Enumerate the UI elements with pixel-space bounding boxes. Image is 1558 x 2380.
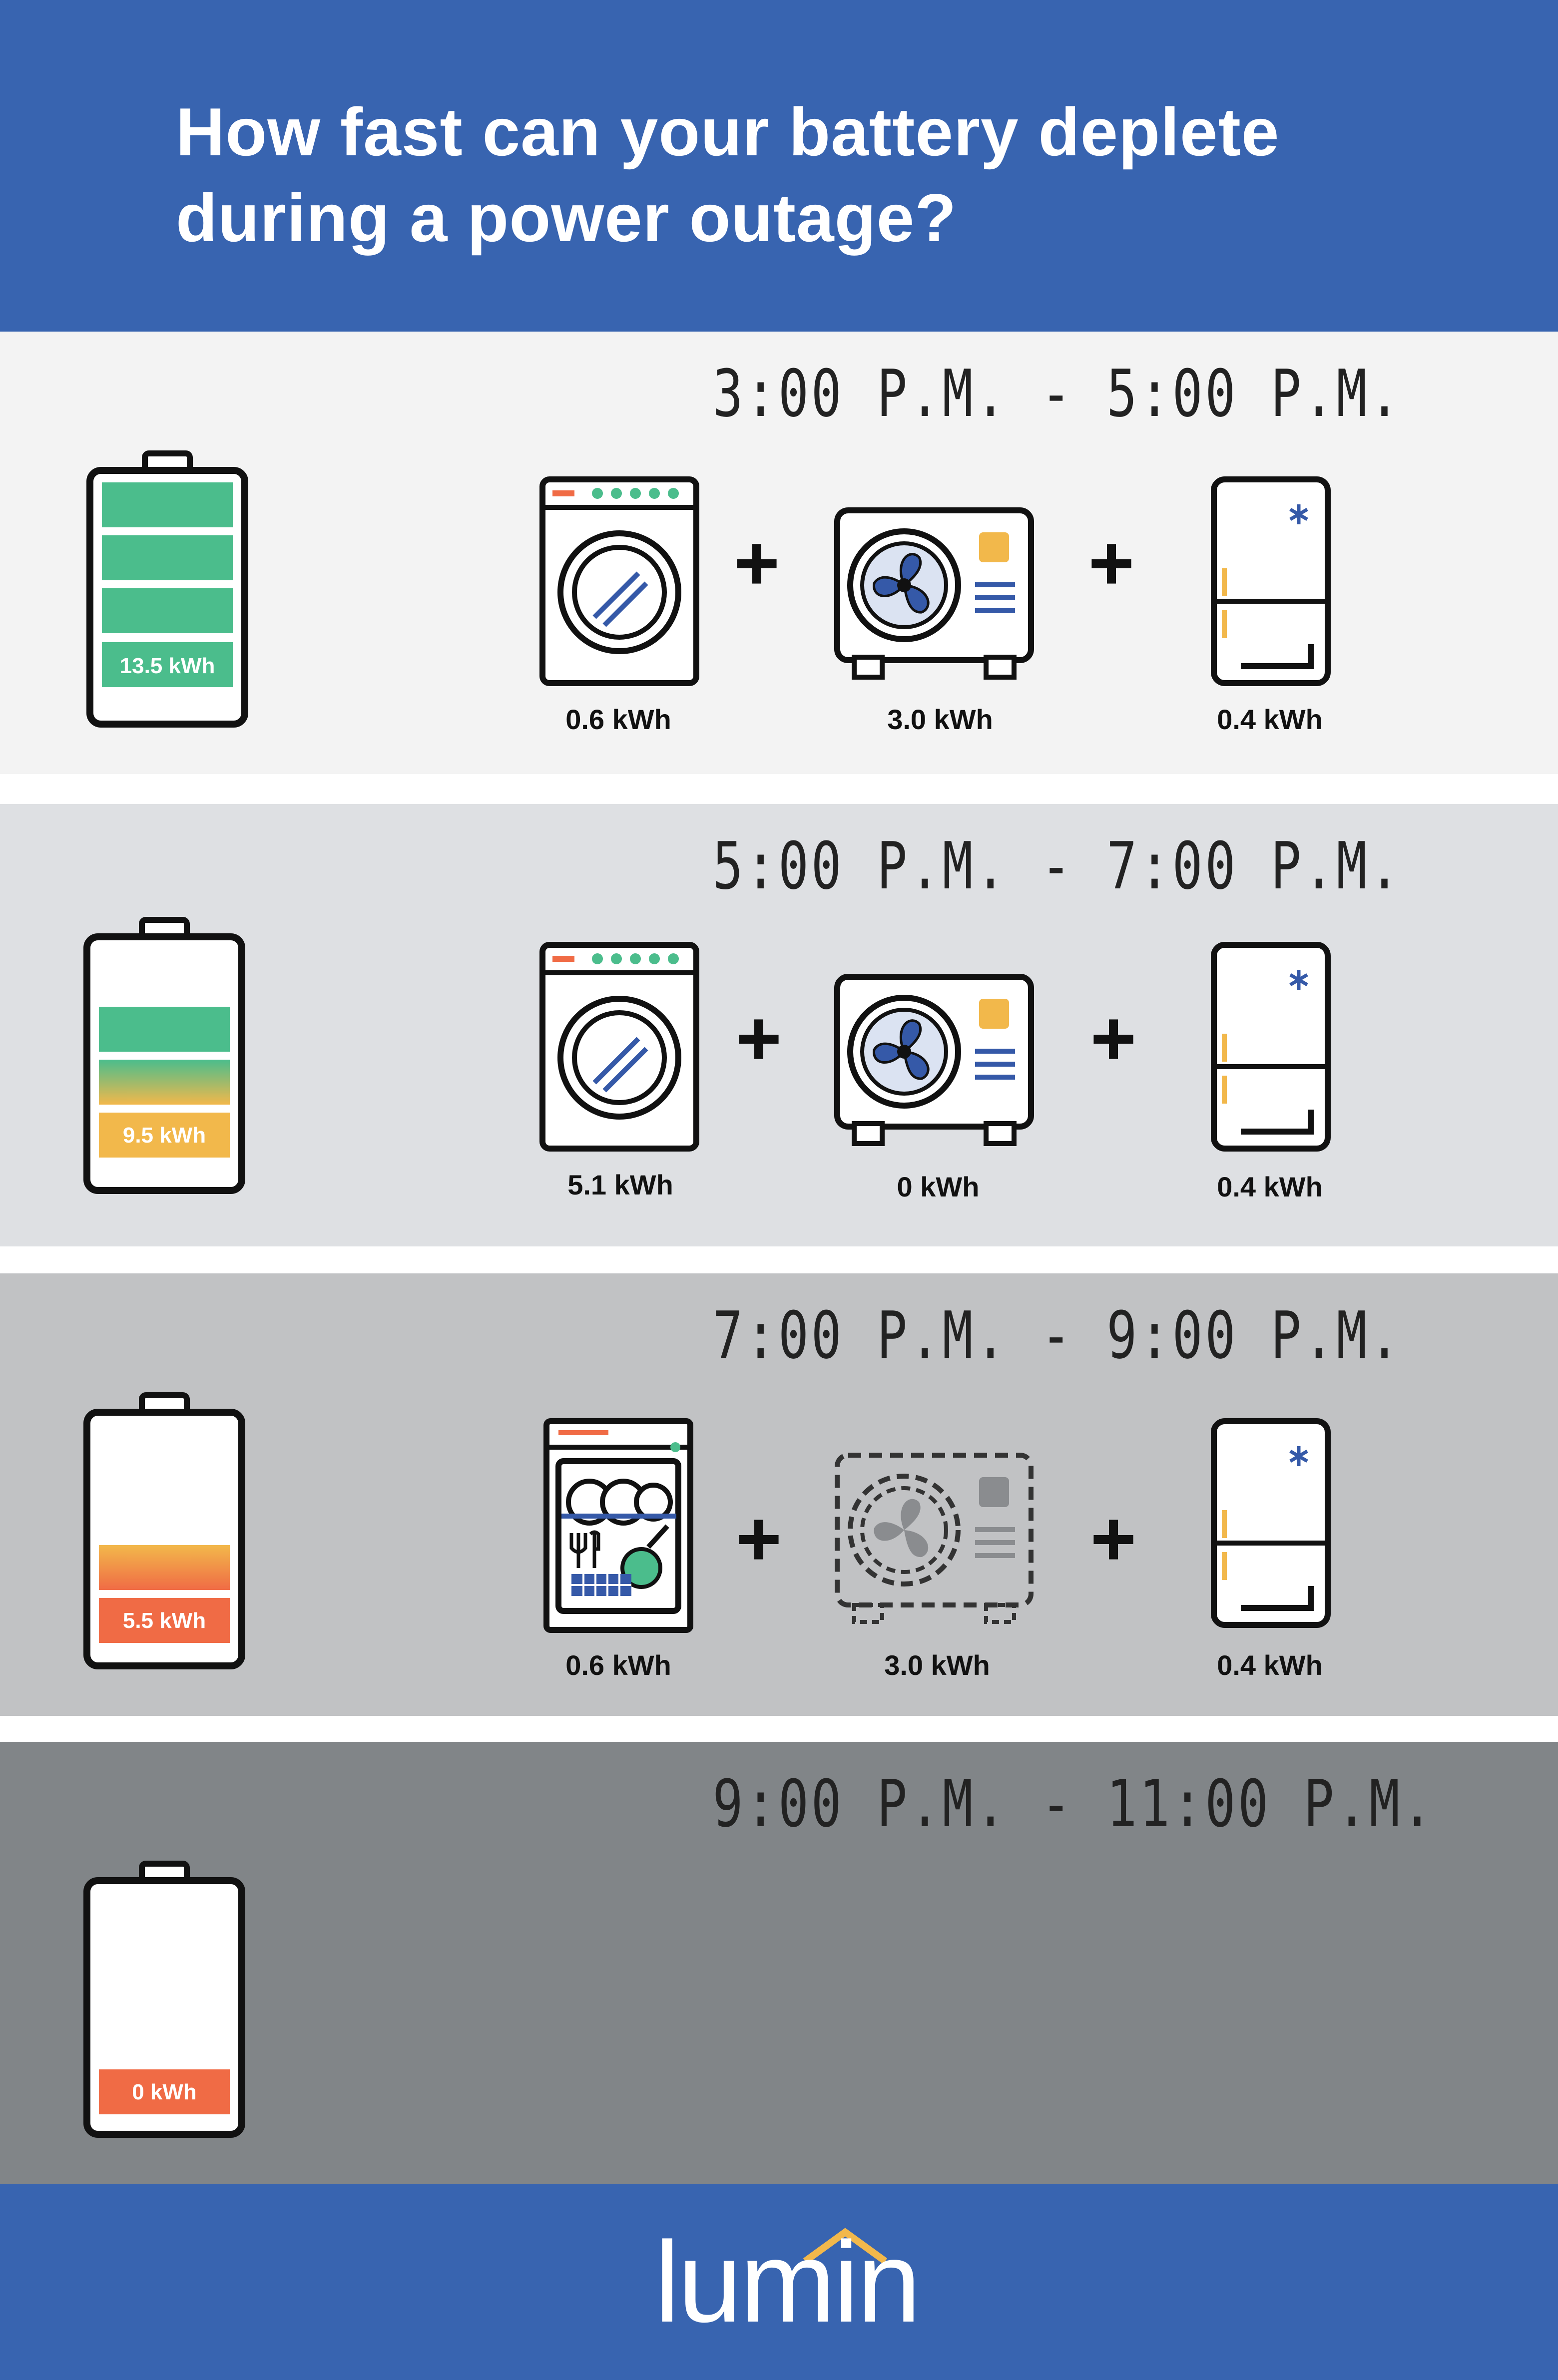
refrigerator-icon bbox=[1211, 942, 1331, 1152]
time-slot-row: 5:00 P.M. - 7:00 P.M. 9.5 kWh 5.1 kWh 0 … bbox=[0, 804, 1558, 1246]
footer-banner: lumin bbox=[0, 2184, 1558, 2380]
plus-icon bbox=[1091, 1017, 1136, 1062]
battery-label-bg bbox=[99, 2069, 230, 2114]
battery-icon: 9.5 kWh bbox=[83, 917, 245, 1194]
plus-icon bbox=[734, 541, 779, 586]
battery-icon: 13.5 kWh bbox=[86, 450, 248, 728]
battery-fill-segment bbox=[102, 482, 233, 527]
brand-name: lumin bbox=[654, 2218, 921, 2346]
appliance-kwh: 0.6 kWh bbox=[565, 1649, 671, 1681]
plus-icon bbox=[736, 1017, 781, 1062]
washing-machine-icon bbox=[539, 942, 699, 1152]
air-conditioner-icon bbox=[834, 507, 1034, 687]
battery-fill-segment bbox=[99, 1545, 230, 1590]
appliance-kwh: 3.0 kWh bbox=[887, 704, 993, 735]
roof-icon bbox=[803, 2228, 888, 2264]
appliance-kwh: 0 kWh bbox=[897, 1171, 980, 1202]
battery-charge-label: 13.5 kWh bbox=[120, 654, 215, 678]
plus-icon bbox=[1089, 541, 1134, 586]
brand-logo: lumin bbox=[644, 2218, 924, 2347]
time-range-label: 3:00 P.M. - 5:00 P.M. bbox=[712, 356, 1402, 431]
battery-fill-segment bbox=[102, 535, 233, 580]
appliance-kwh: 3.0 kWh bbox=[884, 1649, 990, 1681]
washing-machine-icon bbox=[539, 476, 699, 686]
appliance-kwh: 0.4 kWh bbox=[1217, 704, 1323, 735]
appliance-kwh: 0.4 kWh bbox=[1217, 1649, 1323, 1681]
battery-charge-label: 9.5 kWh bbox=[123, 1123, 206, 1148]
battery-icon: 5.5 kWh bbox=[83, 1392, 245, 1669]
refrigerator-icon bbox=[1211, 476, 1331, 686]
appliance-kwh: 0.6 kWh bbox=[565, 704, 671, 735]
battery-label-bg bbox=[99, 1598, 230, 1643]
appliance-kwh: 5.1 kWh bbox=[567, 1169, 673, 1200]
battery-fill-segment bbox=[99, 1007, 230, 1052]
time-slot-row: 9:00 P.M. - 11:00 P.M. 0 kWh bbox=[0, 1742, 1558, 2184]
plus-icon bbox=[1091, 1517, 1136, 1562]
time-range-label: 5:00 P.M. - 7:00 P.M. bbox=[712, 828, 1402, 904]
battery-charge-label: 0 kWh bbox=[132, 2080, 197, 2104]
battery-icon: 0 kWh bbox=[83, 1861, 245, 2138]
time-range-label: 7:00 P.M. - 9:00 P.M. bbox=[712, 1297, 1402, 1373]
battery-fill-segment bbox=[99, 1060, 230, 1105]
battery-charge-label: 5.5 kWh bbox=[123, 1608, 206, 1633]
battery-label-bg bbox=[99, 1113, 230, 1158]
time-slot-row: 7:00 P.M. - 9:00 P.M. 5.5 kWh 0.6 kWh 3.… bbox=[0, 1273, 1558, 1716]
page-title: How fast can your battery deplete during… bbox=[176, 94, 1280, 256]
refrigerator-icon bbox=[1211, 1418, 1331, 1628]
air-conditioner-off-icon bbox=[834, 1452, 1034, 1632]
battery-label-bg bbox=[102, 642, 233, 687]
air-conditioner-icon bbox=[834, 974, 1034, 1154]
time-range-label: 9:00 P.M. - 11:00 P.M. bbox=[712, 1766, 1435, 1842]
dishwasher-icon bbox=[543, 1418, 693, 1633]
time-slot-row: 3:00 P.M. - 5:00 P.M. 13.5 kWh 0.6 kWh 3… bbox=[0, 332, 1558, 774]
battery-fill-segment bbox=[102, 588, 233, 633]
appliance-kwh: 0.4 kWh bbox=[1217, 1171, 1323, 1202]
plus-icon bbox=[736, 1517, 781, 1562]
header-banner: How fast can your battery deplete during… bbox=[0, 0, 1558, 332]
